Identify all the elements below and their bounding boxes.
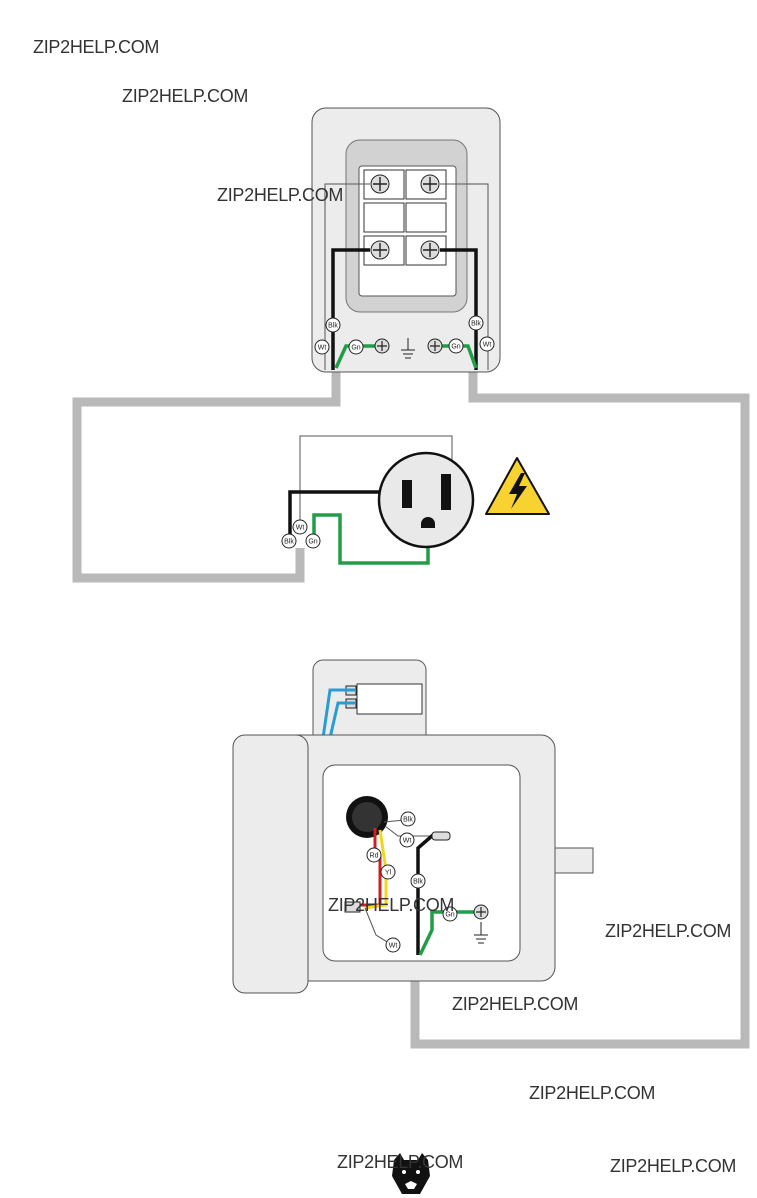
wire-tag: Blk — [400, 811, 416, 827]
junction-box — [311, 107, 501, 373]
wire-label-black: Blk — [413, 879, 423, 886]
watermark: ZIP2HELP.COM — [33, 37, 160, 57]
ground-symbol-icon — [474, 922, 488, 944]
receptacle — [377, 451, 475, 549]
wire-label-green: Gn — [308, 539, 317, 546]
wire-label-white: Wt — [318, 345, 327, 352]
wire-label-black: Blk — [471, 321, 481, 328]
terminal-screw-icon — [370, 174, 390, 194]
bear-logo-icon — [392, 1153, 430, 1194]
watermark: ZIP2HELP.COM — [217, 185, 344, 205]
terminal-screw-icon — [370, 240, 390, 260]
wire-label-black: Blk — [403, 817, 413, 824]
wire-label-black: Blk — [328, 323, 338, 330]
motor-junction-cap — [312, 659, 427, 751]
conduit-left — [72, 368, 341, 583]
wire-label-white: Wt — [403, 838, 412, 845]
watermark: ZIP2HELP.COM — [337, 1152, 464, 1172]
wire-tag: Wt — [292, 519, 308, 535]
watermark: ZIP2HELP.COM — [328, 895, 455, 915]
ground-screw-icon — [427, 338, 443, 354]
wire-tag: Wt — [399, 832, 415, 848]
terminal-screw-icon — [420, 174, 440, 194]
wire-tag: Gn — [448, 338, 464, 354]
wire-label-white: Wt — [296, 525, 305, 532]
wire-label-white: Wt — [483, 342, 492, 349]
conduit-right — [410, 370, 750, 1049]
wire-label-green: Gn — [445, 912, 454, 919]
wire-tag: Wt — [479, 336, 495, 352]
wire-label-green: Gn — [451, 344, 460, 351]
wire-tag: Gn — [442, 906, 458, 922]
watermark: ZIP2HELP.COM — [452, 994, 579, 1014]
ground-symbol-icon — [401, 338, 415, 359]
wire-label-white: Wt — [389, 943, 398, 950]
ground-screw-icon — [473, 904, 489, 920]
wire-tag: Wt — [314, 339, 330, 355]
electrical-hazard-icon — [485, 457, 550, 515]
watermark: ZIP2HELP.COM — [529, 1083, 656, 1103]
motor-body — [232, 734, 594, 994]
wire-tag: Rd — [366, 847, 382, 863]
wire-tag: Blk — [325, 317, 341, 333]
wire-tag: Gn — [348, 339, 364, 355]
watermark: ZIP2HELP.COM — [122, 86, 249, 106]
wire-tag: Wt — [385, 937, 401, 953]
terminal-screw-icon — [420, 240, 440, 260]
wire-label-yellow: Yl — [385, 870, 392, 877]
wire-label-black: Blk — [284, 539, 294, 546]
wire-label-red: Rd — [370, 853, 379, 860]
watermark: ZIP2HELP.COM — [610, 1156, 737, 1176]
wire-label-green: Gn — [351, 345, 360, 352]
watermark: ZIP2HELP.COM — [605, 921, 732, 941]
ground-screw-icon — [374, 338, 390, 354]
wire-connector — [344, 831, 451, 913]
wire-tag: Blk — [468, 315, 484, 331]
wire-tag: Blk — [410, 873, 426, 889]
motor-internal-wiring — [346, 796, 474, 956]
wire-tag: Blk — [281, 533, 297, 549]
wire-tag: Yl — [380, 864, 396, 880]
wire-tag: Gn — [305, 533, 321, 549]
